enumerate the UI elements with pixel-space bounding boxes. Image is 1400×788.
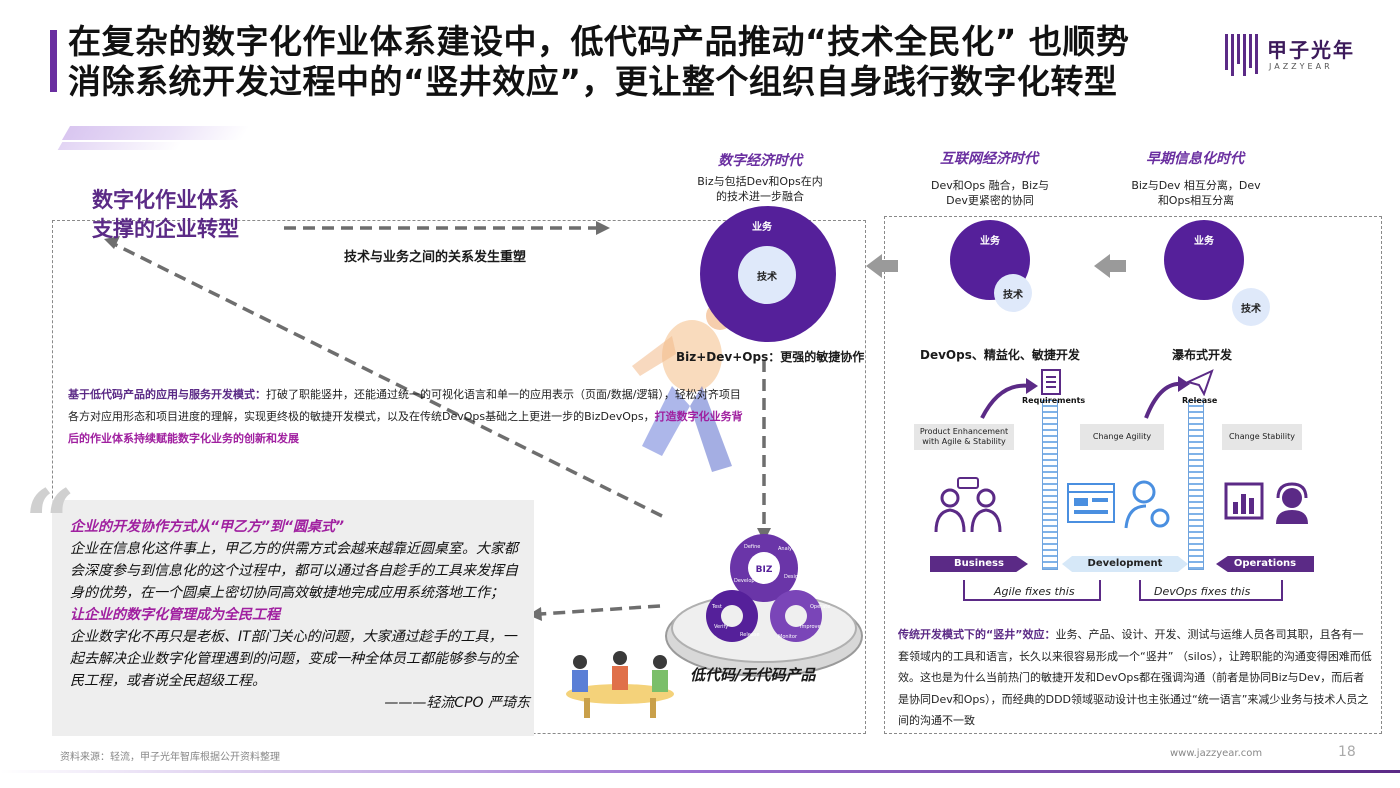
operations-tag: Operations	[1216, 556, 1314, 572]
title-line-1: 在复杂的数字化作业体系建设中，低代码产品推动“技术全民化” 也顺势	[68, 22, 1130, 61]
early-tech-label: 技术	[1241, 303, 1261, 315]
requirements-icon	[1041, 369, 1061, 395]
quote-mark-icon: “	[24, 470, 76, 576]
quote-paragraph-2: 企业数字化不再只是老板、IT部门关心的问题，大家通过趁手的工具，一起去解决企业数…	[70, 629, 518, 689]
fix-brackets	[963, 580, 1283, 601]
change-agility-text: Change Agility	[1092, 432, 1152, 441]
silo-effect-paragraph: 传统开发模式下的“竖井”效应：业务、产品、设计、开发、测试与运维人员各司其职，且…	[898, 624, 1373, 732]
internet-tech-label: 技术	[1003, 289, 1023, 301]
page-number: 18	[1338, 744, 1356, 760]
ring-label: 低代码/无代码产品	[690, 666, 816, 684]
quote-block: 企业的开发协作方式从“甲乙方”到“圆桌式” 企业在信息化这件事上，甲乙方的供需方…	[70, 516, 530, 714]
release-send-icon	[1186, 369, 1214, 396]
ring-seg-4: Test	[711, 604, 722, 610]
ring-seg-3: Develop	[734, 578, 755, 584]
lowcode-paragraph: 基于低代码产品的应用与服务开发模式：打破了职能竖井，还能通过统一的可视化语言和单…	[68, 384, 748, 450]
footer-source: 资料来源：轻流，甲子光年智库根据公开资料整理	[60, 752, 280, 763]
support-headset-icon	[1276, 482, 1308, 524]
era-digital-desc: Biz与包括Dev和Ops在内 的技术进一步融合	[680, 174, 840, 204]
quote-heading-1: 企业的开发协作方式从“甲乙方”到“圆桌式”	[70, 519, 345, 535]
quote-paragraph-1: 企业在信息化这件事上，甲乙方的供需方式会越来越靠近圆桌室。大家都会深度参与到信息…	[70, 541, 518, 601]
para-tail: 打造数字化业务背后的作业体系持续赋能数字化业务的创新和发展	[68, 410, 743, 445]
era-internet-title: 互联网经济时代	[940, 151, 1038, 167]
quote-background	[52, 500, 534, 736]
logo-text-en: JAZZYEAR	[1269, 62, 1333, 71]
change-agility-box: Change Agility	[1080, 424, 1164, 450]
era-internet-desc-2: Dev更紧密的协同	[946, 194, 1034, 207]
change-stability-text: Change Stability	[1229, 432, 1295, 441]
devops-fixes-label: DevOps fixes this	[1154, 585, 1251, 598]
page-title: 在复杂的数字化作业体系建设中，低代码产品推动“技术全民化” 也顺势 消除系统开发…	[68, 22, 1218, 102]
business-tag: Business	[930, 556, 1028, 572]
era-early-title: 早期信息化时代	[1146, 151, 1244, 167]
era-early-desc-1: Biz与Dev 相互分离，Dev	[1131, 179, 1261, 192]
relation-label: 技术与业务之间的关系发生重塑	[344, 250, 527, 265]
quote-heading-2: 让企业的数字化管理成为全民工程	[70, 607, 280, 623]
era-early-desc-2: 和Ops相互分离	[1157, 194, 1235, 207]
internet-caption: DevOps、精益化、敏捷开发	[920, 348, 1080, 362]
ring-seg-5: Release	[740, 632, 760, 638]
era-digital-desc-1: Biz与包括Dev和Ops在内	[697, 175, 823, 188]
footer-url: www.jazzyear.com	[1170, 748, 1263, 759]
business-people-icon	[934, 477, 1002, 533]
early-tech-circle: 技术	[1232, 288, 1270, 326]
lowcode-ring-diagram: BIZ Define Analyze Design Develop Test R…	[665, 534, 863, 677]
digital-tech-label: 技术	[757, 271, 777, 283]
para-highlight: 基于低代码产品的应用与服务开发模式：	[68, 388, 266, 401]
early-biz-circle	[1164, 220, 1244, 300]
chart-monitor-icon	[1224, 482, 1264, 520]
change-stability-box: Change Stability	[1222, 424, 1302, 450]
round-table-illustration	[566, 651, 674, 718]
development-tag: Development	[1062, 556, 1188, 572]
early-biz-label: 业务	[1194, 236, 1214, 247]
era-digital-desc-2: 的技术进一步融合	[716, 190, 804, 203]
ring-seg-9: Improve	[800, 624, 821, 630]
era-early-desc: Biz与Dev 相互分离，Dev 和Ops相互分离	[1118, 178, 1274, 208]
left-heading: 数字化作业体系 支撑的企业转型	[92, 186, 239, 244]
para-body: 打破了职能竖井，还能通过统一的可视化语言和单一的应用表示（页面/数据/逻辑），轻…	[68, 388, 741, 423]
silo-body: 业务、产品、设计、开发、测试与运维人员各司其职，且各有一套领域内的工具和语言，长…	[898, 628, 1372, 727]
right-dashed-frame	[884, 216, 1382, 734]
early-caption: 瀑布式开发	[1172, 348, 1233, 362]
developer-gear-icon	[1124, 480, 1170, 529]
title-accent-bar	[50, 30, 57, 92]
era-digital-title: 数字经济时代	[718, 153, 802, 169]
era-internet-desc: Dev和Ops 融合，Biz与 Dev更紧密的协同	[910, 178, 1070, 208]
internet-biz-label: 业务	[980, 236, 1000, 247]
agile-stability-box: Product Enhancement with Agile & Stabili…	[914, 424, 1014, 450]
era-internet-desc-1: Dev和Ops 融合，Biz与	[931, 179, 1049, 192]
requirements-label: Requirements	[1022, 396, 1086, 405]
brand-logo: 甲子光年 JAZZYEAR	[1225, 30, 1375, 80]
ring-seg-0: Define	[744, 544, 760, 550]
ring-seg-8: Verify	[714, 624, 728, 630]
digital-caption: Biz+Dev+Ops：更强的敏捷协作	[676, 350, 865, 364]
curved-arrows	[980, 376, 1190, 419]
logo-bars-icon	[1225, 34, 1261, 76]
left-heading-line-2: 支撑的企业转型	[92, 217, 239, 241]
dev-silo-column-1	[1042, 400, 1058, 570]
title-line-2: 消除系统开发过程中的“竖井效应”，更让整个组织自身践行数字化转型	[68, 62, 1118, 101]
bottom-gradient-line	[0, 770, 1400, 773]
ring-center-label: BIZ	[756, 565, 773, 575]
quote-signature: ———轻流CPO 严琦东	[384, 695, 530, 711]
agile-stability-text: Product Enhancement with Agile & Stabili…	[919, 427, 1009, 446]
ring-seg-2: Design	[784, 574, 801, 580]
agile-fixes-label: Agile fixes this	[994, 585, 1075, 598]
internet-tech-circle: 技术	[994, 274, 1032, 312]
logo-text-cn: 甲子光年	[1267, 38, 1355, 62]
digital-tech-circle: 技术	[738, 246, 796, 304]
silo-highlight: 传统开发模式下的“竖井”效应：	[898, 628, 1056, 641]
dashboard-icon	[1067, 483, 1115, 523]
running-person-illustration	[632, 302, 734, 472]
ring-seg-7: Monitor	[778, 634, 798, 640]
digital-biz-label: 业务	[752, 222, 772, 233]
left-heading-line-1: 数字化作业体系	[92, 188, 239, 212]
ring-seg-1: Analyze	[778, 546, 798, 552]
dev-silo-column-2	[1188, 400, 1204, 570]
release-label: Release	[1182, 396, 1218, 405]
ring-seg-6: Operate	[810, 604, 830, 610]
